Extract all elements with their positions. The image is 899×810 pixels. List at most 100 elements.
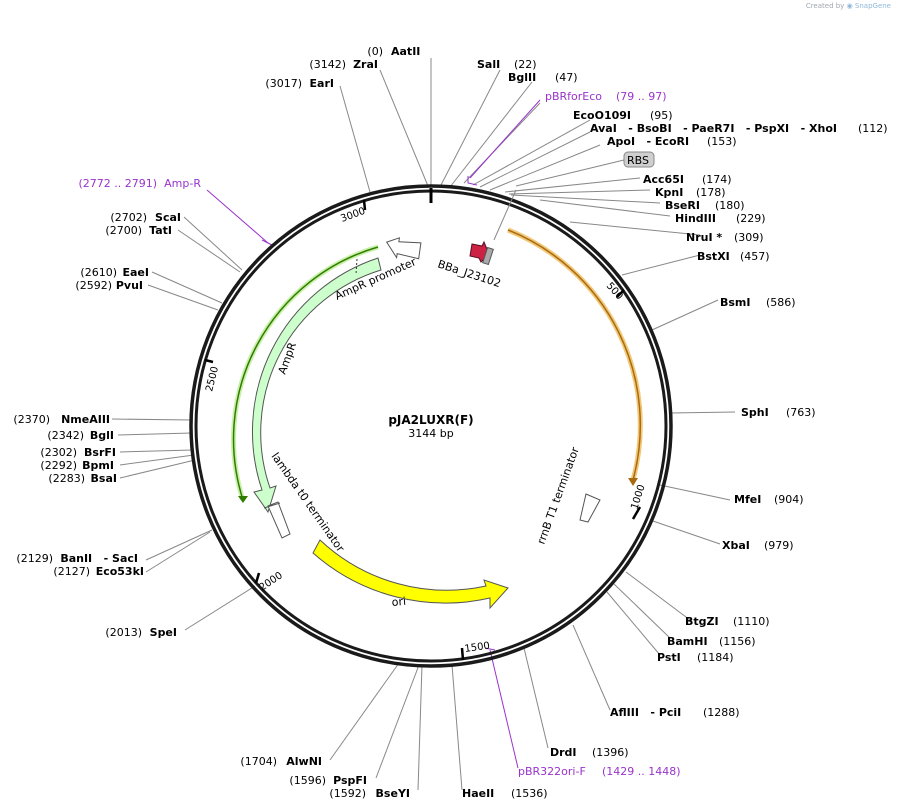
enzyme-name[interactable]: SphI — [741, 406, 769, 419]
primer-name[interactable]: pBRforEco — [545, 90, 602, 103]
enzyme-name[interactable]: BamHI — [667, 635, 708, 648]
enzyme-name[interactable]: BseRI — [665, 199, 700, 212]
enzyme-name[interactable]: HindIII — [675, 212, 716, 225]
enzyme-name[interactable]: AlwNI — [286, 755, 322, 768]
enzyme-pos: (3017) — [265, 77, 302, 90]
enzyme-name[interactable]: AflIII - PciI — [610, 706, 681, 719]
enzyme-name[interactable]: BpmI — [82, 459, 114, 472]
enzyme-pos: (586) — [766, 296, 796, 309]
enzyme-pos: (22) — [514, 58, 537, 71]
enzyme-name[interactable]: PvuI — [116, 279, 143, 292]
enzyme-pos: (112) — [858, 122, 888, 135]
plasmid-name: pJA2LUXR(F) — [388, 413, 473, 427]
primer-leaders — [206, 99, 541, 769]
rbs-feature-box[interactable] — [482, 246, 494, 266]
enzyme-pos: (178) — [696, 186, 726, 199]
primer-name[interactable]: pBR322ori-F — [518, 765, 586, 778]
enzyme-name[interactable]: NruI * — [686, 231, 722, 244]
enzyme-name[interactable]: Eco53kI — [96, 565, 144, 578]
enzyme-name[interactable]: MfeI — [734, 493, 761, 506]
rrnb-terminator-label: rrnB T1 terminator — [535, 445, 582, 546]
enzyme-pos: (2702) — [110, 211, 147, 224]
enzyme-pos: (1288) — [703, 706, 740, 719]
plasmid-length: 3144 bp — [408, 427, 453, 440]
enzyme-name[interactable]: SpeI — [150, 626, 177, 639]
ampr-feature[interactable] — [252, 257, 382, 514]
enzyme-name[interactable]: NmeAIII — [61, 413, 110, 426]
enzyme-name[interactable]: Acc65I — [643, 173, 684, 186]
enzyme-pos: (1396) — [592, 746, 629, 759]
enzyme-pos: (180) — [715, 199, 745, 212]
enzyme-name[interactable]: AatII — [391, 45, 420, 58]
enzyme-name[interactable]: BglII — [508, 71, 536, 84]
enzyme-name[interactable]: HaeII — [462, 787, 494, 800]
bba-j23102-label: BBa_J23102 — [436, 257, 502, 290]
enzyme-pos: (2700) — [105, 224, 142, 237]
ori-label: ori — [391, 595, 406, 609]
enzyme-name[interactable]: BsaI — [91, 472, 117, 485]
ampr-highlight-line — [232, 246, 379, 501]
enzyme-name[interactable]: BseYI — [376, 787, 410, 800]
enzyme-name[interactable]: BstXI — [697, 250, 730, 263]
enzyme-pos: (0) — [367, 45, 383, 58]
enzyme-name[interactable]: EaeI — [123, 266, 150, 279]
watermark-prefix: Created by — [805, 2, 845, 10]
ori-feature[interactable] — [312, 539, 509, 610]
enzyme-pos: (2610) — [80, 266, 117, 279]
enzyme-name[interactable]: BglI — [90, 429, 114, 442]
rbs-leader — [493, 189, 517, 241]
enzyme-name[interactable]: BsmI — [720, 296, 751, 309]
enzyme-pos: (2129) — [16, 552, 53, 565]
primer-labels: pBRforEco (79 .. 97) Amp-R (2772 .. 2791… — [78, 90, 680, 778]
watermark-brand: SnapGene — [854, 2, 891, 10]
enzyme-pos: (2292) — [40, 459, 77, 472]
ampr-split — [355, 258, 358, 275]
snapgene-logo-icon: ◉ — [846, 2, 853, 10]
enzyme-name[interactable]: BanII - SacI — [60, 552, 138, 565]
rbs-badge-leader — [515, 159, 625, 187]
tick-label-1500: 1500 — [464, 641, 491, 655]
tick-label-2000: 2000 — [258, 570, 285, 593]
enzyme-pos: (174) — [702, 173, 732, 186]
primer-name[interactable]: Amp-R — [164, 177, 201, 190]
enzyme-pos: (1110) — [733, 615, 770, 628]
enzyme-pos: (47) — [555, 71, 578, 84]
lambda-terminator-feature[interactable] — [263, 501, 291, 539]
enzyme-pos: (2592) — [75, 279, 112, 292]
enzyme-pos: (2342) — [47, 429, 84, 442]
tick-label-2500: 2500 — [204, 365, 221, 392]
enzyme-name[interactable]: EarI — [310, 77, 334, 90]
ampr-promoter-feature[interactable] — [385, 236, 422, 261]
primer-range: (79 .. 97) — [616, 90, 667, 103]
enzyme-pos: (1536) — [511, 787, 548, 800]
enzyme-name[interactable]: EcoO109I — [573, 109, 631, 122]
enzyme-pos: (2013) — [105, 626, 142, 639]
tick-label-500: 500 — [604, 281, 625, 303]
enzyme-name[interactable]: TatI — [149, 224, 172, 237]
enzyme-name[interactable]: DrdI — [550, 746, 577, 759]
snapgene-watermark: Created by ◉ SnapGene — [806, 2, 891, 10]
enzyme-name[interactable]: AvaI - BsoBI - PaeR7I - PspXI - XhoI — [590, 122, 837, 135]
enzyme-name[interactable]: KpnI — [655, 186, 683, 199]
enzyme-pos: (95) — [650, 109, 673, 122]
enzyme-name[interactable]: ScaI — [155, 211, 181, 224]
enzyme-pos: (309) — [734, 231, 764, 244]
enzyme-name[interactable]: ZraI — [353, 58, 378, 71]
enzyme-name[interactable]: BsrFI — [84, 446, 116, 459]
enzyme-name[interactable]: ApoI - EcoRI — [607, 135, 689, 148]
rrnb-terminator-feature[interactable] — [579, 493, 601, 523]
enzyme-name[interactable]: BtgZI — [685, 615, 719, 628]
primer-range: (1429 .. 1448) — [602, 765, 681, 778]
enzyme-name[interactable]: XbaI — [722, 539, 750, 552]
enzyme-pos: (2302) — [40, 446, 77, 459]
enzyme-pos: (229) — [736, 212, 766, 225]
enzyme-name[interactable]: SalI — [477, 58, 500, 71]
enzyme-name[interactable]: PspFI — [333, 774, 367, 787]
enzyme-name[interactable]: PstI — [657, 651, 681, 664]
enzyme-pos: (979) — [764, 539, 794, 552]
enzyme-pos: (1596) — [289, 774, 326, 787]
enzyme-pos: (2283) — [48, 472, 85, 485]
highlight-arc-line — [507, 229, 642, 481]
highlight-arc-outer — [507, 227, 643, 481]
enzyme-labels: (0) AatII SalI (22) BglII (47) EcoO109I … — [13, 45, 887, 800]
